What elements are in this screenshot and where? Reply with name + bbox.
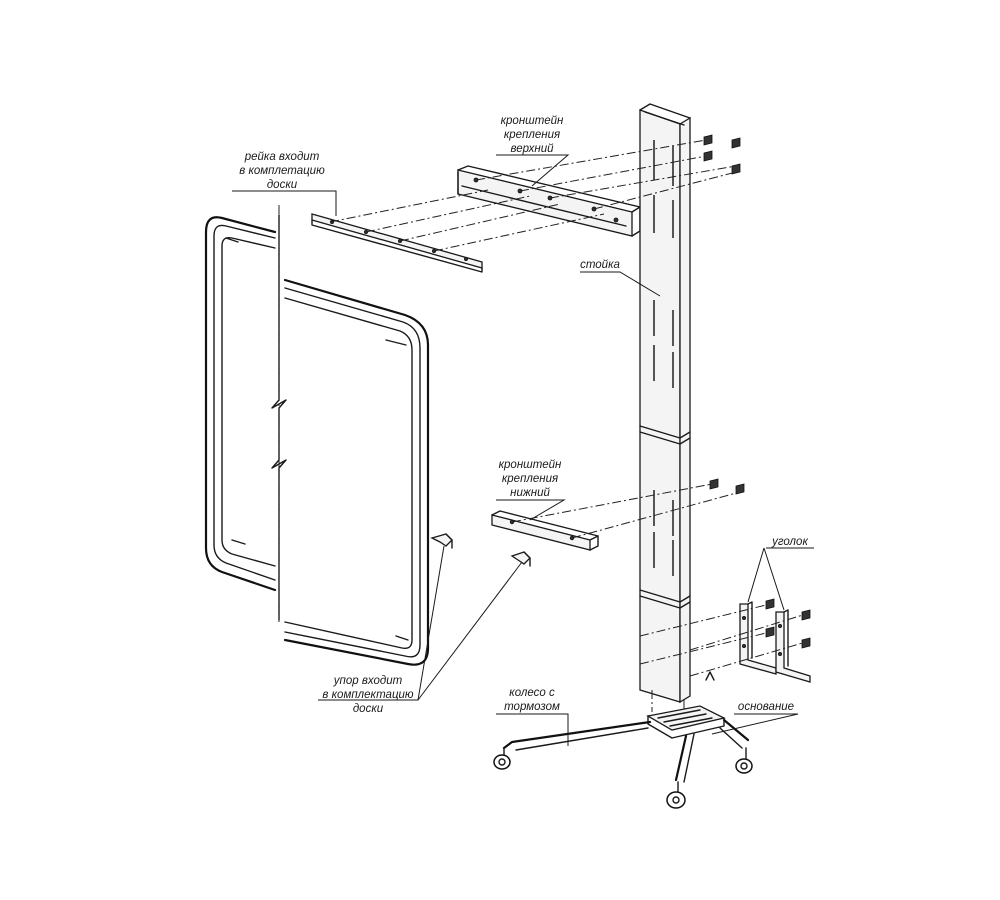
board-stops	[430, 533, 531, 567]
label-upper-bracket-line-1: кронштейн	[501, 115, 564, 127]
label-lower-bracket: кронштейн крепления нижний	[499, 459, 562, 499]
board-frame	[204, 205, 430, 666]
label-rail: рейка входит в комплетацию доски	[239, 151, 325, 191]
label-stop-line-2: в комплектацию	[322, 689, 413, 701]
label-rail-line-1: рейка входит	[244, 151, 320, 163]
label-rail-line-3: доски	[267, 179, 298, 191]
corner-brackets	[639, 598, 811, 683]
label-upper-bracket-line-3: верхний	[510, 143, 554, 155]
label-rail-line-2: в комплетацию	[239, 165, 325, 177]
label-stop-line-1: упор входит	[333, 675, 403, 687]
label-post: стойка	[580, 259, 620, 271]
caster-wheel-right	[735, 747, 753, 774]
label-wheel-line-2: тормозом	[504, 701, 560, 713]
label-upper-bracket: кронштейн крепления верхний	[501, 115, 564, 155]
post	[639, 103, 691, 712]
label-wheel-line-1: колесо с	[509, 687, 555, 699]
leader-lines	[232, 154, 814, 746]
label-lower-bracket-line-2: крепления	[502, 473, 558, 485]
caster-wheel-left	[493, 747, 511, 770]
label-lower-bracket-line-3: нижний	[510, 487, 550, 499]
caster-wheel-front	[666, 781, 686, 809]
label-corner: уголок	[771, 536, 808, 548]
upper-bracket	[457, 165, 641, 237]
base	[493, 705, 753, 809]
label-upper-bracket-line-2: крепления	[504, 129, 560, 141]
label-stop: упор входит в комплектацию доски	[322, 675, 413, 715]
label-stop-line-3: доски	[353, 703, 384, 715]
lower-bracket	[491, 478, 745, 551]
board-rail	[311, 213, 483, 273]
label-lower-bracket-line-1: кронштейн	[499, 459, 562, 471]
label-wheel: колесо с тормозом	[504, 687, 560, 713]
upper-fasteners	[329, 134, 741, 252]
label-base: основание	[738, 701, 794, 713]
